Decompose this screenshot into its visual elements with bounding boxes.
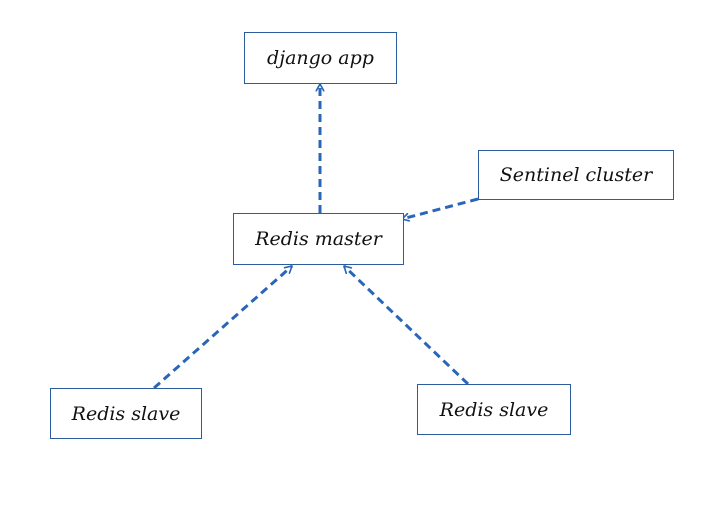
node-label: Redis slave: [71, 402, 181, 425]
node-redis-slave-left: Redis slave: [50, 388, 202, 439]
edge-sentinel-to-master: [402, 197, 479, 219]
edge-slave-left-to-master: [153, 264, 293, 390]
node-label: django app: [267, 47, 374, 69]
node-label: Redis master: [255, 228, 382, 250]
edge-slave-right-to-master: [342, 264, 470, 386]
node-label: Sentinel cluster: [499, 164, 653, 186]
node-label: Redis slave: [439, 398, 549, 421]
node-redis-slave-right: Redis slave: [417, 384, 571, 435]
node-sentinel-cluster: Sentinel cluster: [478, 150, 674, 200]
node-redis-master: Redis master: [233, 213, 404, 265]
node-django-app: django app: [244, 32, 397, 84]
